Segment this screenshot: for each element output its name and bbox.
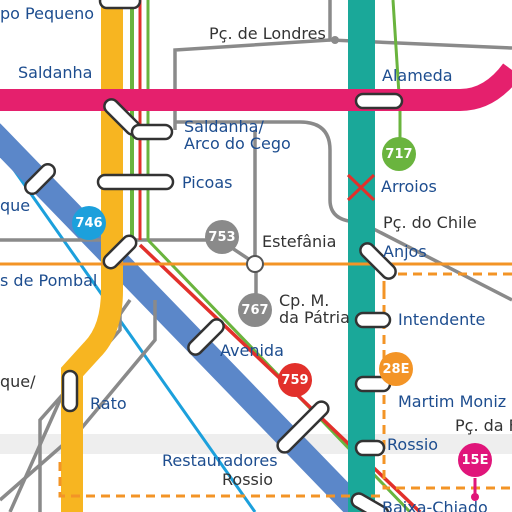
bus-badge-753[interactable]: 753 <box>205 220 239 254</box>
tram-badge-15e[interactable]: 15E <box>458 443 492 477</box>
badge-746-label: 746 <box>75 215 103 231</box>
badge-759-label: 759 <box>281 372 309 388</box>
station-saldanha-arco[interactable]: Saldanha/ Arco do Cego <box>184 117 291 153</box>
station-picoas[interactable]: Picoas <box>182 173 233 192</box>
place-pc-londres: Pç. de Londres <box>209 24 326 43</box>
place-cp-patria: Cp. M. da Pátria <box>279 291 350 327</box>
station-avenida[interactable]: Avenida <box>220 341 284 360</box>
station-que[interactable]: que <box>0 196 31 215</box>
station-martim-moniz[interactable]: Martim Moniz <box>398 392 507 411</box>
tram-badge-28e[interactable]: 28E <box>379 352 413 386</box>
badge-767-label: 767 <box>241 302 269 318</box>
station-arroios[interactable]: Arroios <box>381 177 437 196</box>
place-rossio-west: Rossio <box>222 470 274 489</box>
station-intendente[interactable]: Intendente <box>398 310 486 329</box>
place-pc-da-f: Pç. da F <box>455 416 512 435</box>
bus-badge-717[interactable]: 717 <box>382 137 416 171</box>
place-pc-chile: Pç. do Chile <box>383 213 477 232</box>
station-saldanha[interactable]: Saldanha <box>18 63 93 82</box>
bus-badge-767[interactable]: 767 <box>238 293 272 327</box>
badge-717-label: 717 <box>385 146 413 162</box>
badge-753-label: 753 <box>208 229 236 245</box>
badge-15e-label: 15E <box>461 452 489 468</box>
station-campo-pequeno[interactable]: po Pequeno <box>0 4 95 23</box>
place-estefania: Estefânia <box>262 232 337 251</box>
tram-badge-759[interactable]: 759 <box>278 363 312 397</box>
station-rato[interactable]: Rato <box>90 394 127 413</box>
bus-badge-746[interactable]: 746 <box>72 206 106 240</box>
station-anjos[interactable]: Anjos <box>383 242 427 261</box>
station-baixa-chiado[interactable]: Baixa-Chiado <box>382 498 488 512</box>
station-alameda[interactable]: Alameda <box>382 66 453 85</box>
station-que-slash[interactable]: que/ <box>0 372 36 391</box>
station-restauradores[interactable]: Restauradores <box>162 451 278 470</box>
badge-28e-label: 28E <box>382 361 410 377</box>
station-rossio-east[interactable]: Rossio <box>387 435 439 454</box>
station-marques-pombal[interactable]: s de Pombal <box>0 271 98 290</box>
